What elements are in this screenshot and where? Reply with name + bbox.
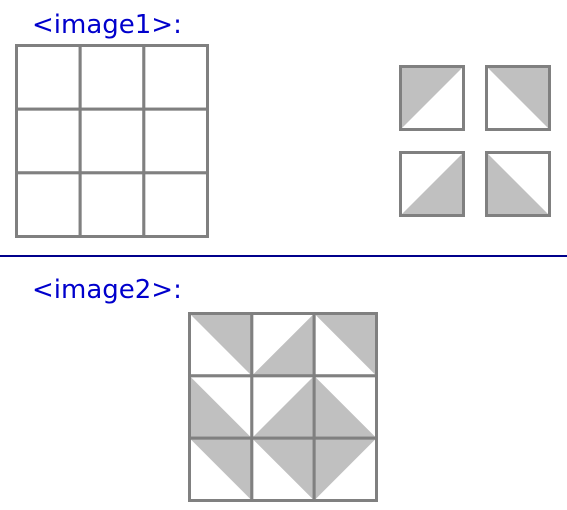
shaded-triangle [314,438,377,501]
section-divider [0,255,567,257]
empty-grid-cell-r3c1 [15,171,82,238]
piece-top-left-shaded [399,65,465,131]
image1-label: <image1>: [32,10,182,40]
result-grid-cell-r1c2 [250,312,316,378]
piece-tile [399,151,465,217]
shaded-triangle [486,66,550,130]
result-grid [188,312,378,502]
result-grid-cell-r2c3 [312,374,378,440]
result-grid-cell-r3c3 [312,436,378,502]
result-grid-cell-r3c2 [250,436,316,502]
piece-bottom-right-shaded [399,151,465,217]
piece-bottom-left-shaded [485,151,551,217]
empty-grid-cell-r3c2 [78,171,146,238]
result-grid-cell-r1c3 [312,312,378,378]
piece-tile [485,65,551,131]
shaded-triangle [189,438,252,501]
empty-grid-cell-r2c2 [78,107,146,175]
empty-grid-cell-r2c3 [142,107,209,175]
piece-tile [485,151,551,217]
piece-top-right-shaded [485,65,551,131]
shaded-triangle [400,66,464,130]
empty-grid-cell-r1c3 [142,44,209,111]
empty-grid-cell-r1c2 [78,44,146,111]
result-grid-cell-r3c1 [188,436,254,502]
piece-tile [399,65,465,131]
shaded-triangle [400,152,464,216]
image2-label: <image2>: [32,275,182,305]
result-grid-cell-r2c1 [188,374,254,440]
empty-grid [15,44,209,238]
shaded-triangle [189,313,252,376]
empty-grid-cell-r1c1 [15,44,82,111]
empty-grid-cell-r3c3 [142,171,209,238]
empty-grid-cell-r2c1 [15,107,82,175]
result-grid-cell-r1c1 [188,312,254,378]
shaded-triangle [486,152,550,216]
result-grid-cell-r2c2 [250,374,316,440]
shaded-triangle [251,375,315,439]
